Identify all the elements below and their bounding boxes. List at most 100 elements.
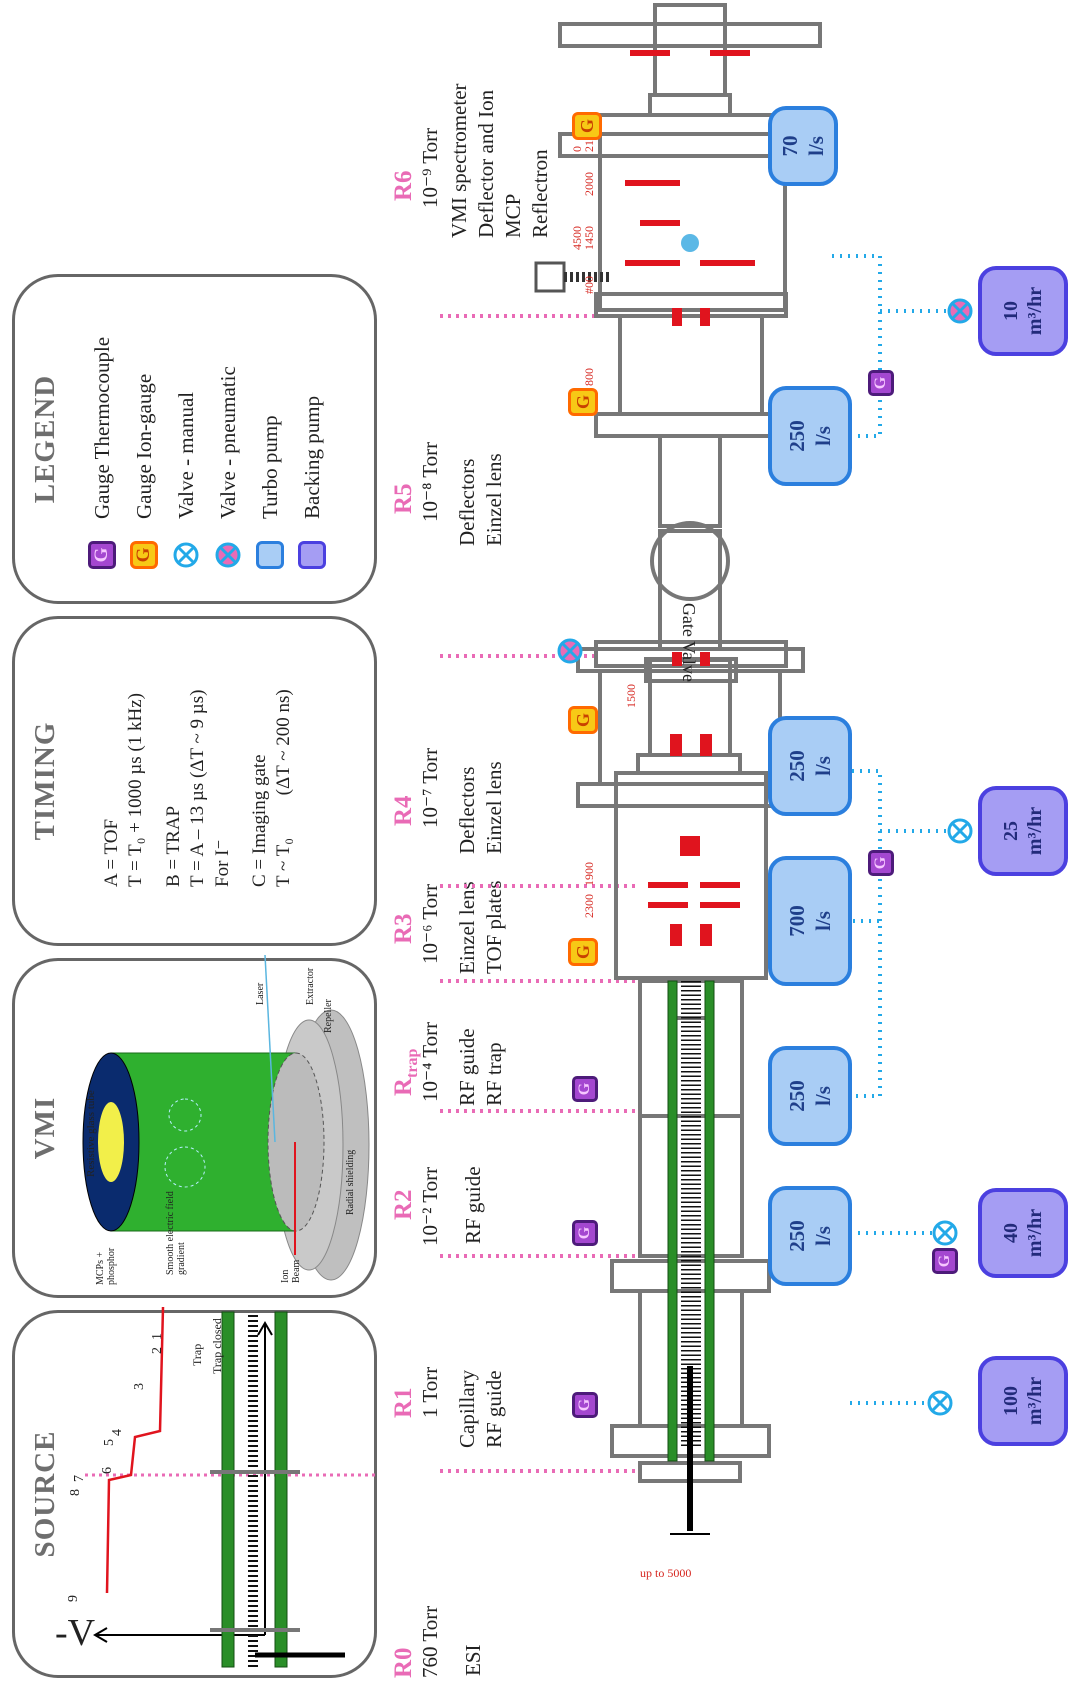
r6-vmi-chamber — [598, 113, 787, 312]
electrode-r3-1 — [670, 924, 682, 946]
pump-line-r5-r6 — [830, 254, 882, 438]
electrode-r5-1 — [672, 652, 682, 666]
electrode-refl-2 — [710, 50, 750, 56]
electrode-r6-2 — [700, 308, 710, 326]
gauge-thermocouple-icon: G — [868, 850, 894, 876]
esi-voltage: up to 5000 — [640, 1566, 692, 1580]
source-point-4: 4 — [110, 1429, 125, 1436]
gauge-ion-gauge-icon: G — [568, 706, 598, 734]
source-point-6: 6 — [100, 1467, 115, 1474]
source-point-8: 8 — [68, 1489, 83, 1496]
gauge-thermocouple-icon: G — [572, 1392, 598, 1418]
turbo-value: 70 — [778, 135, 802, 157]
rf-rod-lower — [274, 1311, 288, 1668]
vmi-illustration — [82, 955, 370, 1281]
electrode-r3-3 — [648, 902, 688, 908]
r6-voltage-1: #00 — [582, 276, 596, 294]
mcp-detector-housing — [534, 261, 566, 293]
r4-r5-flange — [594, 640, 788, 668]
electrode-r3-4 — [700, 902, 740, 908]
backing-unit: m³/hr — [1024, 1208, 1046, 1258]
electrode-group — [625, 50, 755, 946]
backing-unit: m³/hr — [1024, 1376, 1046, 1426]
source-point-9: 9 — [66, 1595, 81, 1602]
source-point-3: 3 — [132, 1383, 147, 1390]
electrode-r5-2 — [700, 652, 710, 666]
electrode-r3-6 — [700, 882, 740, 888]
r6-flange-right — [558, 22, 822, 48]
rf-rod-upper — [221, 1311, 235, 1668]
r3-voltage-2: 2300 — [582, 894, 596, 918]
source-point-2: 2 — [150, 1347, 165, 1354]
backing-value: 10 — [1000, 301, 1022, 321]
turbo-value: 250 — [785, 1220, 809, 1252]
legend-panel: LEGEND G Gauge Thermocouple G Gauge Ion-… — [12, 274, 377, 604]
vmi-interaction-point — [681, 234, 699, 252]
electrode-r4-2 — [700, 734, 712, 756]
electrode-r3-7 — [680, 836, 700, 856]
turbo-unit: l/s — [804, 136, 828, 156]
valve-pneumatic-icon — [557, 638, 583, 664]
gate-valve-body — [644, 657, 738, 683]
legend-row-valve-manual: Valve - manual — [169, 392, 203, 569]
source-point-7: 7 — [72, 1475, 87, 1482]
electrode-r3-5 — [648, 882, 688, 888]
gate-valve-label: Gate Valve — [679, 602, 699, 682]
turbo-unit: l/s — [811, 426, 835, 446]
ion-cloud-1 — [164, 1146, 206, 1188]
r2-chamber — [638, 1114, 744, 1258]
r5-cross-flange-left — [594, 412, 788, 438]
r5-voltage: 800 — [582, 368, 596, 386]
turbo-value: 250 — [785, 1080, 809, 1112]
gauge-ion-gauge-icon: G — [572, 112, 602, 140]
r6-voltage-3: 1450 — [582, 226, 596, 250]
backing-unit: m³/hr — [1024, 806, 1046, 856]
source-panel: SOURCE -V — [12, 1307, 377, 1678]
gauge-thermocouple-icon: G — [932, 1248, 958, 1274]
source-point-1: 1 — [150, 1333, 165, 1340]
turbo-value: 700 — [785, 905, 809, 937]
valve-manual-icon — [947, 818, 973, 844]
r5-tube — [658, 434, 722, 528]
valve-manual-icon — [932, 1220, 958, 1246]
rf-guide-rod-upper — [667, 980, 678, 1462]
turbo-unit: l/s — [811, 1226, 835, 1246]
backing-value: 40 — [1000, 1223, 1022, 1243]
electrode-vmi-2 — [700, 260, 755, 266]
r5-bellows — [650, 521, 730, 601]
r4-r5-tube — [658, 529, 722, 651]
r3-chamber — [614, 771, 768, 980]
gauge-thermocouple-icon: G — [572, 1076, 598, 1102]
electrode-r6-1 — [672, 308, 682, 326]
valves — [557, 298, 973, 1416]
source-trap: Trap — [190, 1343, 204, 1366]
backing-value: 25 — [1000, 821, 1022, 841]
r6-voltage-4: 2000 — [582, 172, 596, 196]
valve-pneumatic-icon — [947, 298, 973, 324]
r5-cross-flange-right — [594, 292, 788, 318]
gauge-ion-gauge-icon: G — [568, 938, 598, 966]
electrode-vmi-3 — [640, 220, 680, 226]
electrode-refl-1 — [630, 50, 670, 56]
rf-guide-rod-lower — [704, 980, 715, 1462]
turbo-value: 250 — [785, 420, 809, 452]
gauge-thermocouple-icon: G — [572, 1220, 598, 1246]
gauge-thermocouple-icon: G — [868, 370, 894, 396]
ion-cloud-2 — [168, 1098, 202, 1132]
valve-manual-icon — [172, 541, 200, 569]
laser-beam — [264, 955, 276, 1143]
potential-curve — [105, 1307, 191, 1594]
vmi-panel: VMI MCPs + phosphor Resistive glass tube… — [12, 955, 377, 1298]
r6-exit-flange — [648, 93, 732, 117]
source-trap-closed: Trap closed — [210, 1318, 224, 1374]
mcp-image — [98, 1102, 124, 1182]
backing-value: 100 — [1000, 1386, 1022, 1416]
